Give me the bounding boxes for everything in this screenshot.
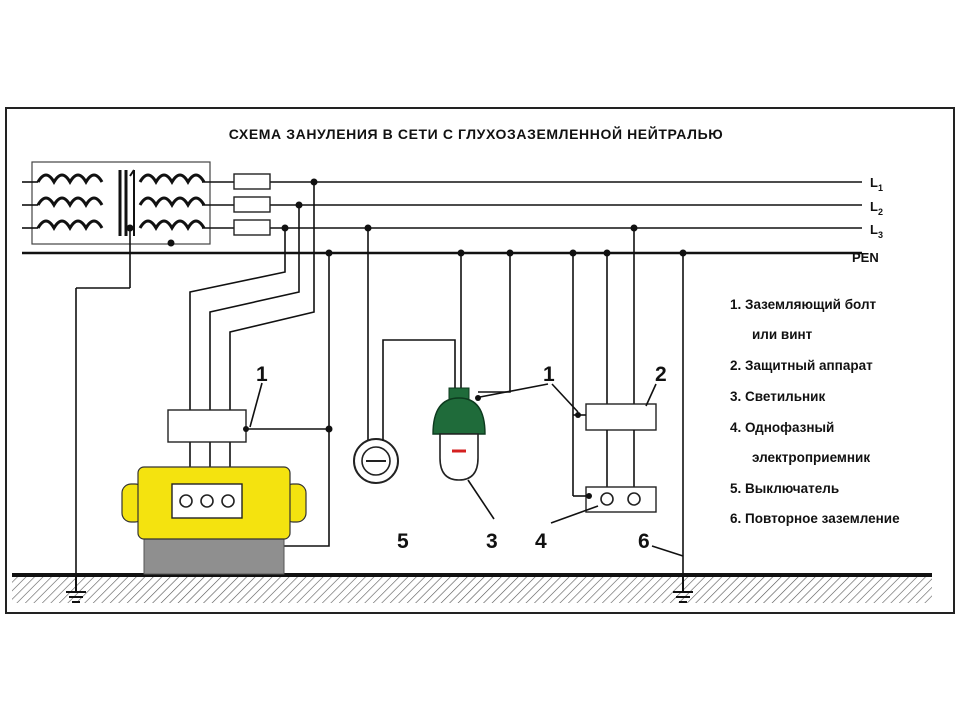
callout-5: 5 bbox=[397, 530, 409, 553]
legend-line-4: 3. Светильник bbox=[730, 389, 825, 404]
legend-line-2: или винт bbox=[752, 327, 813, 342]
ground-strip bbox=[12, 573, 932, 603]
legend-line-8: 6. Повторное заземление bbox=[730, 511, 900, 526]
switch-device bbox=[353, 224, 456, 484]
callout-4: 4 bbox=[535, 530, 547, 553]
single-phase-receiver bbox=[569, 224, 657, 513]
motor-wiring bbox=[189, 178, 333, 547]
bus-label-l2: L2 bbox=[870, 199, 883, 217]
bus-lines bbox=[22, 181, 862, 255]
callout-2: 2 bbox=[655, 363, 667, 386]
callout-leaders bbox=[249, 382, 684, 557]
callout-1-devices: 1 bbox=[543, 363, 555, 386]
motor bbox=[121, 466, 307, 575]
legend-line-3: 2. Защитный аппарат bbox=[730, 358, 873, 373]
motor-protection-box bbox=[167, 409, 247, 443]
fuses bbox=[233, 173, 271, 236]
callout-3: 3 bbox=[486, 530, 498, 553]
callout-1-motor: 1 bbox=[256, 363, 268, 386]
bus-label-pen: PEN bbox=[852, 250, 879, 265]
ground-electrode-left bbox=[66, 575, 86, 603]
transformer-ground bbox=[75, 228, 131, 576]
repeated-grounding bbox=[679, 249, 687, 575]
transformer bbox=[31, 161, 211, 247]
bus-label-l1: L1 bbox=[870, 175, 883, 193]
legend-line-5: 4. Однофазный bbox=[730, 420, 834, 435]
ground-electrode-right bbox=[673, 575, 693, 603]
legend-line-6: электроприемник bbox=[752, 450, 870, 465]
diagram-title: СХЕМА ЗАНУЛЕНИЯ В СЕТИ С ГЛУХОЗАЗЕМЛЕННО… bbox=[229, 125, 724, 142]
legend-line-7: 5. Выключатель bbox=[730, 481, 839, 496]
bus-label-l3: L3 bbox=[870, 222, 883, 240]
callout-6: 6 bbox=[638, 530, 650, 553]
legend: 1. Заземляющий болт или винт 2. Защитный… bbox=[730, 297, 900, 526]
legend-line-1: 1. Заземляющий болт bbox=[730, 297, 877, 312]
